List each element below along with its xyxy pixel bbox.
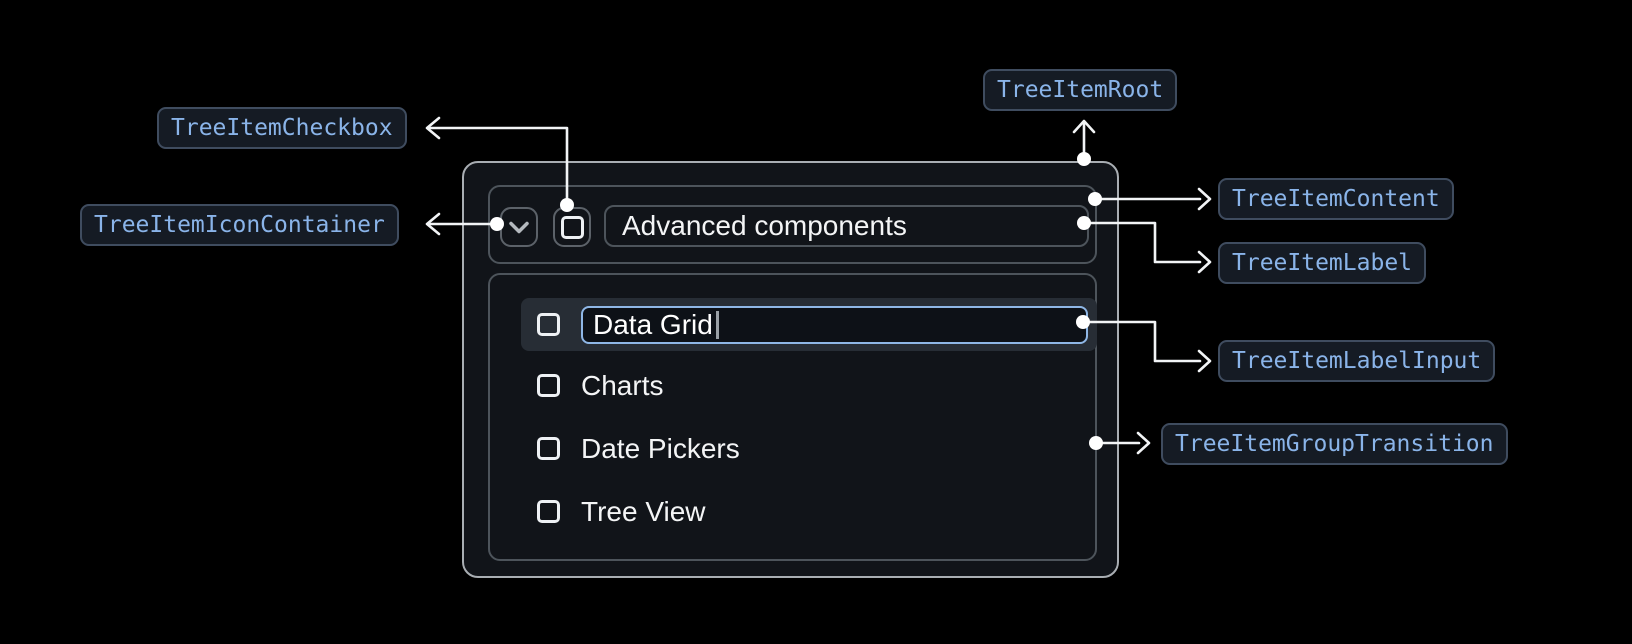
tree-row-tree-view[interactable]: Tree View bbox=[521, 485, 1097, 538]
annotation-tree-item-group-transition: TreeItemGroupTransition bbox=[1161, 423, 1508, 465]
tree-row-data-grid[interactable]: Data Grid bbox=[521, 298, 1097, 351]
tree-row-charts[interactable]: Charts bbox=[521, 359, 1097, 412]
tree-row-date-pickers[interactable]: Date Pickers bbox=[521, 422, 1097, 475]
arrowhead-right bbox=[1197, 250, 1212, 274]
tree-item-icon-container[interactable] bbox=[500, 207, 538, 247]
text-caret bbox=[715, 310, 719, 339]
annotation-tree-item-content: TreeItemContent bbox=[1218, 178, 1454, 220]
tree-item-label[interactable]: Advanced components bbox=[604, 205, 1089, 247]
arrowhead-up bbox=[1072, 119, 1096, 134]
arrowhead-right bbox=[1136, 431, 1151, 455]
annotation-tree-item-root: TreeItemRoot bbox=[983, 69, 1178, 111]
tree-item-label-input[interactable]: Data Grid bbox=[581, 305, 1088, 344]
parent-item-label: Advanced components bbox=[622, 210, 907, 241]
annotation-tree-item-label: TreeItemLabel bbox=[1218, 242, 1427, 284]
arrowhead-left bbox=[425, 116, 441, 140]
annotation-tree-item-checkbox: TreeItemCheckbox bbox=[157, 107, 407, 149]
row-label: Charts bbox=[581, 369, 664, 401]
tree-view-panel: Advanced components Data Grid Charts Dat… bbox=[462, 161, 1119, 578]
tree-item-checkbox-container[interactable] bbox=[553, 207, 591, 247]
tree-item-checkbox[interactable] bbox=[560, 215, 584, 239]
tree-item-group: Data Grid Charts Date Pickers Tree View bbox=[488, 273, 1097, 561]
row-checkbox[interactable] bbox=[537, 500, 560, 523]
label-input-value: Data Grid bbox=[593, 308, 713, 340]
arrowhead-right bbox=[1197, 187, 1212, 211]
row-label: Date Pickers bbox=[581, 432, 740, 464]
annotation-tree-item-icon-container: TreeItemIconContainer bbox=[80, 204, 399, 246]
chevron-down-icon bbox=[509, 221, 529, 233]
arrowhead-right bbox=[1197, 349, 1212, 373]
arrowhead-left bbox=[425, 212, 441, 236]
row-label: Tree View bbox=[581, 495, 706, 527]
tree-item-content[interactable]: Advanced components bbox=[488, 185, 1097, 264]
annotation-tree-item-label-input: TreeItemLabelInput bbox=[1218, 340, 1496, 382]
row-checkbox[interactable] bbox=[537, 374, 560, 397]
row-checkbox[interactable] bbox=[537, 313, 560, 336]
row-checkbox[interactable] bbox=[537, 437, 560, 460]
